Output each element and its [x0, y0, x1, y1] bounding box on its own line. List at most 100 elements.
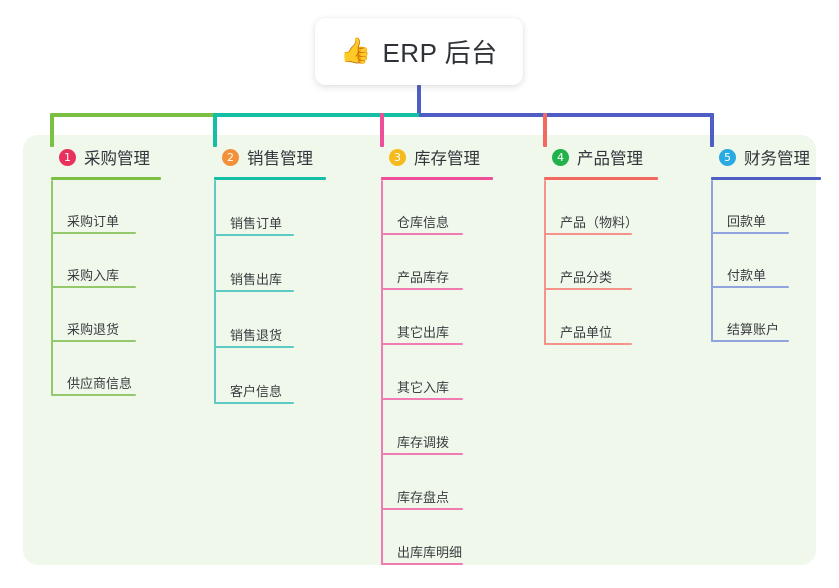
branch-item-underline	[381, 563, 463, 565]
root-node-content: 👍 ERP 后台	[340, 33, 497, 70]
branch-column-5: 5 财务管理回款单付款单结算账户	[697, 144, 839, 342]
branch-item[interactable]: 销售订单	[200, 180, 348, 236]
branch-item-underline	[381, 233, 463, 235]
branch-item-underline	[381, 398, 463, 400]
branch-item-label: 采购退货	[67, 322, 120, 337]
branch-item-underline	[214, 402, 294, 404]
branch-item-label: 采购订单	[67, 214, 120, 229]
branch-title: 产品管理	[577, 150, 643, 168]
branch-header-1[interactable]: 1 采购管理	[37, 144, 187, 170]
branch-item-label: 销售出库	[230, 272, 283, 287]
branch-header-4[interactable]: 4 产品管理	[530, 144, 678, 170]
root-stem-line	[417, 85, 421, 117]
branch-item[interactable]: 出库库明细	[367, 510, 517, 565]
branch-item[interactable]: 客户信息	[200, 348, 348, 404]
branch-spine-line	[51, 180, 53, 396]
root-node-card[interactable]: 👍 ERP 后台	[315, 18, 523, 85]
branch-item-label: 供应商信息	[67, 376, 133, 391]
branch-item-underline	[711, 232, 789, 234]
branch-item[interactable]: 付款单	[697, 234, 839, 288]
branch-item-label: 付款单	[727, 268, 767, 283]
branch-item[interactable]: 销售退货	[200, 292, 348, 348]
branch-item[interactable]: 采购退货	[37, 288, 187, 342]
branch-number-badge: 3	[389, 148, 406, 166]
branch-item-label: 采购入库	[67, 268, 120, 283]
branch-underline	[711, 177, 821, 180]
branch-item[interactable]: 结算账户	[697, 288, 839, 342]
branch-item-label: 结算账户	[727, 322, 780, 337]
branch-item-label: 销售退货	[230, 328, 283, 343]
branch-column-3: 3 库存管理仓库信息产品库存其它出库其它入库库存调拨库存盘点出库库明细	[367, 144, 517, 565]
branch-item-underline	[51, 232, 136, 234]
branch-item-label: 出库库明细	[397, 545, 463, 560]
branch-item-list: 销售订单销售出库销售退货客户信息	[200, 180, 348, 404]
bus-segment-1	[51, 113, 216, 117]
branch-item-label: 仓库信息	[397, 215, 450, 230]
branch-item[interactable]: 仓库信息	[367, 180, 517, 235]
branch-title: 销售管理	[247, 150, 313, 168]
branch-number-badge: 1	[59, 148, 76, 166]
branch-drop-line-5	[710, 113, 714, 147]
branch-number-badge: 2	[222, 148, 239, 166]
branch-item-underline	[544, 233, 632, 235]
branch-item-label: 库存盘点	[397, 490, 450, 505]
branch-underline	[381, 177, 493, 180]
branch-item-underline	[51, 394, 136, 396]
branch-header-5[interactable]: 5 财务管理	[697, 144, 839, 170]
branch-item-list: 仓库信息产品库存其它出库其它入库库存调拨库存盘点出库库明细	[367, 180, 517, 565]
branch-item[interactable]: 采购入库	[37, 234, 187, 288]
branch-item[interactable]: 产品单位	[530, 290, 678, 345]
branch-item-label: 产品分类	[560, 270, 613, 285]
branch-item[interactable]: 回款单	[697, 180, 839, 234]
branch-item[interactable]: 其它出库	[367, 290, 517, 345]
bus-segment-2	[214, 113, 421, 117]
branch-spine-line	[381, 180, 383, 565]
branch-column-1: 1 采购管理采购订单采购入库采购退货供应商信息	[37, 144, 187, 396]
branch-item-label: 销售订单	[230, 216, 283, 231]
branch-title: 库存管理	[414, 150, 480, 168]
branch-number-badge: 5	[719, 148, 736, 166]
branch-item[interactable]: 产品库存	[367, 235, 517, 290]
branch-item[interactable]: 销售出库	[200, 236, 348, 292]
branch-number-badge: 4	[552, 148, 569, 166]
branch-item-list: 回款单付款单结算账户	[697, 180, 839, 342]
branch-item[interactable]: 产品（物料）	[530, 180, 678, 235]
branch-item-underline	[381, 508, 463, 510]
branch-item[interactable]: 其它入库	[367, 345, 517, 400]
branch-spine-line	[711, 180, 713, 342]
branch-title: 财务管理	[744, 150, 810, 168]
branch-drop-line-2	[213, 113, 217, 147]
branch-drop-line-3	[380, 113, 384, 147]
branch-item[interactable]: 供应商信息	[37, 342, 187, 396]
root-node-title: ERP 后台	[382, 38, 498, 68]
branch-item-underline	[544, 343, 632, 345]
branch-item-underline	[51, 286, 136, 288]
branch-item-underline	[711, 286, 789, 288]
branch-item-underline	[214, 346, 294, 348]
bus-segment-3	[419, 113, 713, 117]
branch-item-list: 产品（物料） 产品分类产品单位	[530, 180, 678, 345]
branch-item-underline	[381, 343, 463, 345]
branch-item[interactable]: 采购订单	[37, 180, 187, 234]
branch-item-label: 库存调拨	[397, 435, 450, 450]
branch-item-label: 其它入库	[397, 380, 450, 395]
branch-title: 采购管理	[84, 150, 150, 168]
branch-underline	[214, 177, 326, 180]
branch-drop-line-1	[50, 113, 54, 147]
diagram-panel	[23, 135, 816, 565]
branch-item[interactable]: 库存调拨	[367, 400, 517, 455]
branch-item[interactable]: 库存盘点	[367, 455, 517, 510]
branch-item-label: 产品库存	[397, 270, 450, 285]
branch-item-underline	[381, 453, 463, 455]
branch-underline	[544, 177, 658, 180]
branch-item-list: 采购订单采购入库采购退货供应商信息	[37, 180, 187, 396]
branch-header-2[interactable]: 2 销售管理	[200, 144, 348, 170]
branch-item-underline	[214, 234, 294, 236]
branch-column-2: 2 销售管理销售订单销售出库销售退货客户信息	[200, 144, 348, 404]
branch-underline	[51, 177, 161, 180]
branch-item-label: 产品单位	[560, 325, 613, 340]
branch-item[interactable]: 产品分类	[530, 235, 678, 290]
branch-spine-line	[214, 180, 216, 404]
branch-header-3[interactable]: 3 库存管理	[367, 144, 517, 170]
branch-item-underline	[51, 340, 136, 342]
